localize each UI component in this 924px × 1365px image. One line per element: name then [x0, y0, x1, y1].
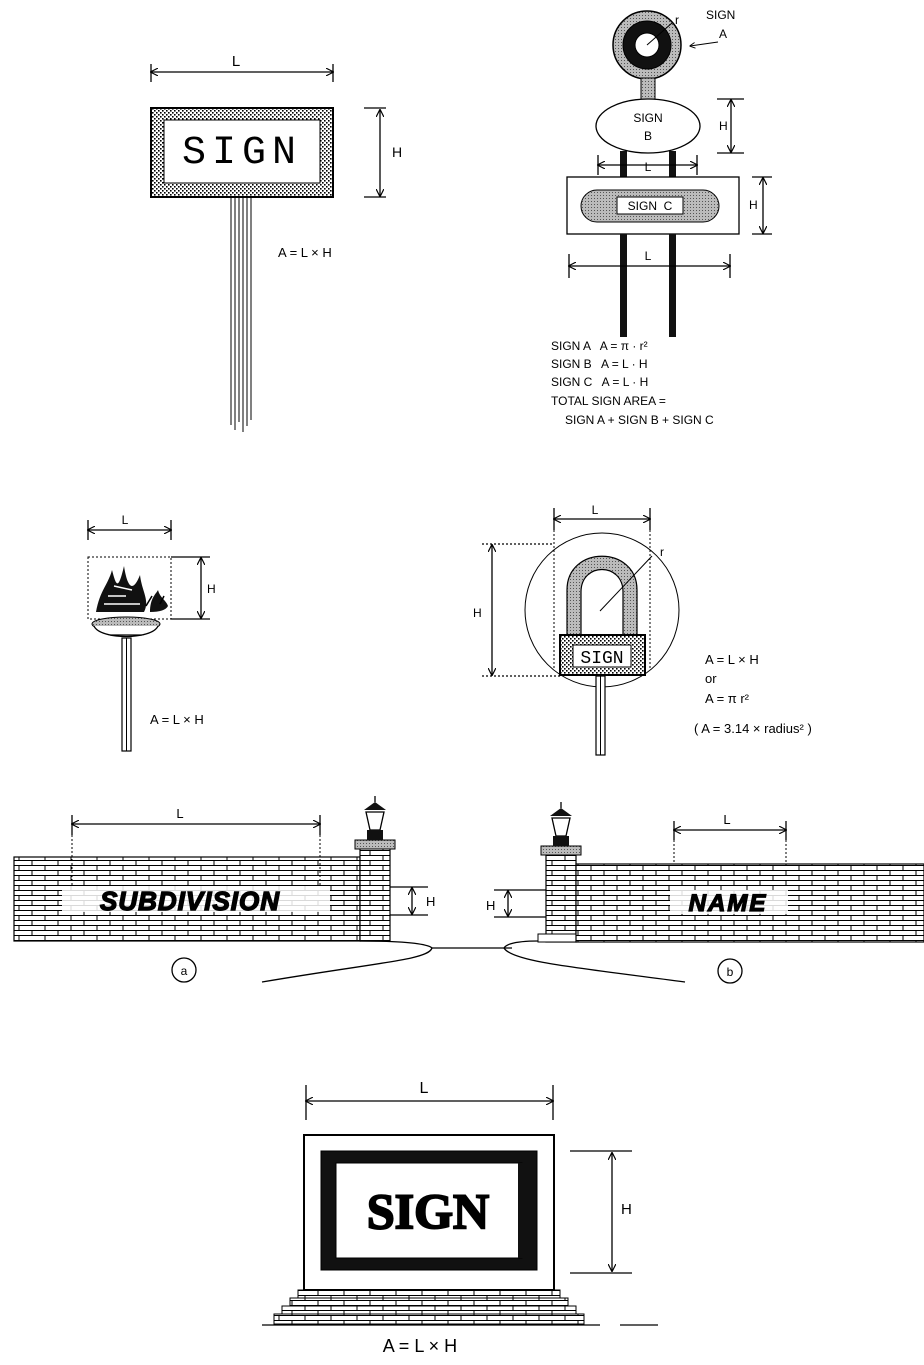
dim-h-left-label: H — [426, 894, 435, 909]
sign-a: r — [612, 10, 682, 101]
sign-c-text: SIGN C — [628, 199, 673, 213]
sign-b-letter: B — [644, 129, 652, 143]
dim-h-label: H — [621, 1201, 632, 1218]
wall-text-left: SUBDIVISION — [100, 886, 280, 916]
dim-l: L — [88, 513, 171, 540]
dim-l-top-label: L — [645, 160, 652, 174]
dim-h-c-label: H — [749, 198, 758, 212]
sign-pole — [230, 198, 252, 432]
dim-h: H — [473, 543, 560, 677]
wall-text-right: NAME — [689, 890, 768, 917]
dim-l: L — [554, 503, 650, 530]
left-lamp — [364, 796, 386, 840]
sign-c: SIGN C — [566, 176, 740, 235]
dim-l-right-label: L — [723, 812, 730, 827]
panel-pole-sign: L SIGN H A = L × H — [150, 53, 402, 432]
formula-3: ( A = 3.14 × radius² ) — [694, 721, 812, 736]
dim-l-top: L — [598, 155, 697, 175]
circle-a: a — [171, 957, 197, 983]
formula-line: TOTAL SIGN AREA = — [551, 394, 666, 408]
left-pillar — [359, 847, 391, 942]
dim-l-bottom-label: L — [645, 249, 652, 263]
formula-line: SIGN C A = L · H — [551, 375, 648, 389]
formula-2: A = π r² — [705, 691, 750, 706]
sign-a-pointer — [690, 41, 719, 46]
dim-h-c: H — [749, 176, 772, 235]
sculpture-figure — [96, 566, 168, 612]
dim-l-label: L — [232, 53, 240, 70]
dim-l-label: L — [122, 513, 129, 527]
right-lamp — [550, 802, 572, 846]
formula: A = L × H — [383, 1336, 457, 1356]
dim-h-left: H — [390, 886, 435, 916]
dim-h-label: H — [392, 144, 402, 160]
dim-h-b-label: H — [719, 119, 728, 133]
dim-l-bottom: L — [569, 249, 730, 278]
formula-block: A = L × H or A = π r² ( A = 3.14 × radiu… — [694, 652, 812, 736]
right-base — [537, 933, 579, 943]
sign-b: SIGN B — [595, 98, 701, 154]
sign-a-label-letter: A — [719, 27, 727, 41]
driveway — [261, 940, 686, 983]
arch — [566, 555, 638, 641]
panel-entry-walls: L SUBDIVISION H a — [13, 796, 924, 984]
arch-pole — [595, 675, 606, 756]
label-a: a — [181, 964, 188, 978]
right-pillar — [545, 854, 577, 943]
dim-h: H — [171, 556, 216, 620]
dim-l-left-label: L — [176, 806, 183, 821]
label-b: b — [727, 965, 734, 979]
formula-line: SIGN A + SIGN B + SIGN C — [565, 413, 714, 427]
formula-1: A = L × H — [705, 652, 759, 667]
panel-monument-sign: L SIGN H A = L × H — [262, 1080, 658, 1356]
dim-l: L — [306, 1080, 553, 1120]
dim-l-label: L — [592, 503, 599, 517]
radius-line — [599, 555, 653, 612]
sculpture-pole — [121, 637, 132, 752]
dim-l-right: L — [674, 812, 786, 864]
dim-h: H — [570, 1150, 632, 1274]
monument-steps — [262, 1289, 658, 1326]
dim-h: H — [364, 107, 402, 198]
planter-base — [91, 616, 161, 638]
dim-l-left: L — [72, 806, 320, 885]
sign-text: SIGN — [580, 649, 623, 669]
sign-b-text: SIGN — [633, 111, 662, 125]
panel-sculpture-sign: L H A = L × H — [87, 513, 216, 752]
sign-c-posts — [620, 234, 676, 337]
bounding-box — [87, 556, 172, 620]
formula: A = L × H — [278, 245, 332, 260]
sign-a-radius-label: r — [675, 13, 679, 27]
formula-list: SIGN A A = π · r² SIGN B A = L · H SIGN … — [551, 339, 714, 427]
panel-multi-sign: r SIGN A SIGN B H L — [551, 8, 772, 427]
circle-b: b — [717, 958, 743, 984]
sign-panel — [163, 119, 321, 184]
dim-h-label: H — [207, 582, 216, 596]
dim-h-right-label: H — [486, 898, 495, 913]
dim-l-label: L — [420, 1080, 429, 1097]
dim-h-label: H — [473, 606, 482, 620]
dim-h-b: H — [717, 98, 744, 154]
formula-line: SIGN B A = L · H — [551, 357, 648, 371]
radius-label: r — [660, 545, 664, 559]
formula-or: or — [705, 671, 717, 686]
arch-sign-panel: SIGN — [559, 634, 646, 676]
dim-l: L — [151, 53, 333, 82]
sign-text: SIGN — [182, 131, 302, 176]
dim-h-right: H — [486, 889, 546, 918]
panel-arch-sign: L r SIGN H A = L × H or A = π r² ( — [473, 503, 812, 756]
sign-text: SIGN — [367, 1183, 489, 1239]
sign-a-label: SIGN — [706, 8, 735, 22]
formula-line: SIGN A A = π · r² — [551, 339, 648, 353]
formula: A = L × H — [150, 712, 204, 727]
